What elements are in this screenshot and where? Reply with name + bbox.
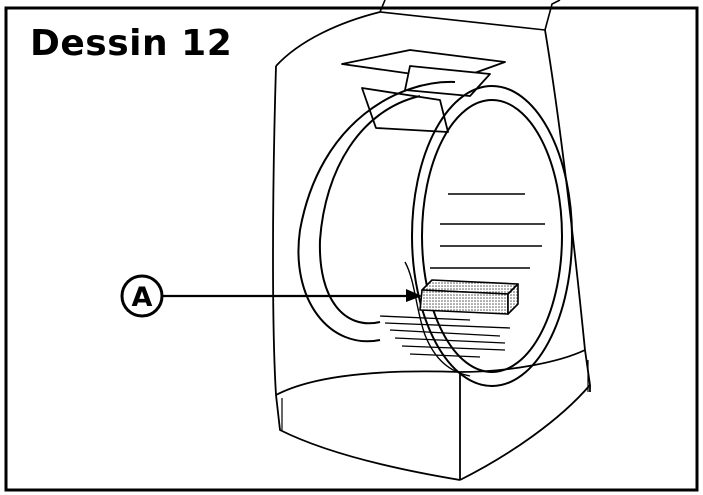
dryer-base <box>281 360 589 430</box>
drum-floor-lines <box>379 315 511 358</box>
top-panel <box>341 49 506 133</box>
lint-filter <box>419 279 519 315</box>
dryer-lid <box>379 0 561 31</box>
door-opening <box>297 80 573 387</box>
drum-interior <box>404 193 545 377</box>
callout-a: A <box>120 274 422 318</box>
figure-title: Dessin 12 <box>30 23 233 64</box>
callout-a-arrowhead <box>406 289 422 302</box>
callout-a-letter: A <box>132 282 153 313</box>
figure-border <box>4 6 699 492</box>
